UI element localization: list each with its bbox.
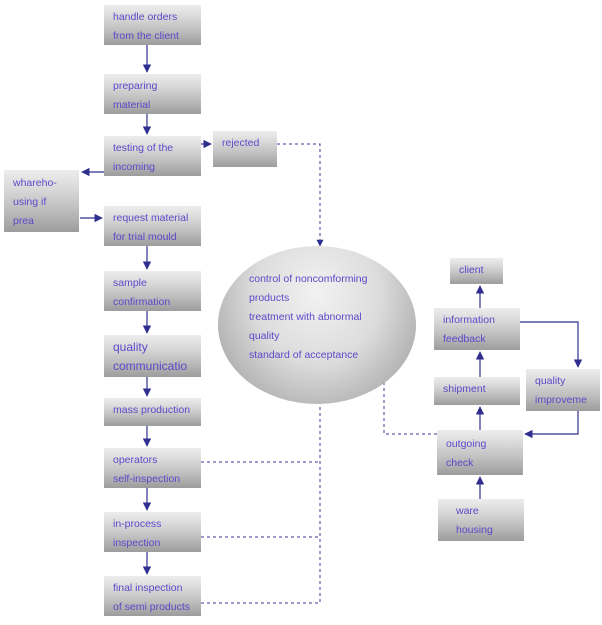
node-label: final inspection [113,582,183,594]
ellipse-line: control of noncomforming [249,273,368,285]
node-label: outgoing [446,438,487,450]
dashed-rejected-to-ellipse [277,143,324,247]
ellipse-line: products [249,292,290,304]
node-shipment: shipment [434,377,520,405]
node-label: request material [113,212,189,224]
node-label: improveme [535,394,587,406]
node-ware-housing: ware housing [438,499,524,541]
node-label: in-process [113,518,162,530]
node-label: using if [13,196,47,208]
node-handle-orders: handle orders from the client [104,5,201,45]
node-label: quality [113,340,148,354]
node-label: information [443,314,495,326]
node-label: rejected [222,137,260,149]
node-client: client [450,258,503,284]
node-operators-self-inspection: operators self-inspection [104,448,201,488]
node-label: self-inspection [113,473,181,485]
node-label: handle orders [113,11,178,23]
node-label: operators [113,454,158,466]
node-sample-confirmation: sample confirmation [104,271,201,311]
node-quality-improvement: quality improveme [526,369,600,411]
dashed-outgoing-to-ellipse [380,367,437,435]
ellipse-line: quality [249,330,280,342]
ellipse-line: standard of acceptance [249,349,359,361]
node-label: ware [456,505,479,517]
node-label: incoming [113,161,156,173]
node-rejected: rejected [213,131,277,167]
node-label: sample [113,277,147,289]
node-label: housing [456,524,493,536]
ellipse-line: treatment with abnormal [249,311,362,323]
node-label: for trial mould [113,231,177,243]
node-in-process-inspection: in-process inspection [104,512,201,552]
node-label: material [113,99,151,111]
node-label: testing of the [113,142,174,154]
node-label: preparing [113,80,158,92]
node-warehousing-if-prea: whareho- using if prea [4,170,79,232]
node-label: shipment [443,383,486,395]
node-preparing-material: preparing material [104,74,201,114]
node-quality-communication: quality communicatio [104,335,201,377]
ellipse-text: control of noncomforming products treatm… [249,270,367,365]
node-final-inspection: final inspection of semi products [104,576,201,616]
node-label: whareho- [13,177,57,189]
node-label: prea [13,215,35,227]
node-label: of semi products [113,601,191,613]
node-request-material: request material for trial mould [104,206,201,246]
node-label: mass production [113,404,191,416]
arrow-feedback-to-improvement [520,321,583,368]
node-label: client [459,264,484,276]
arrow-improvement-to-outgoing [524,411,579,439]
node-testing-incoming: testing of the incoming [104,136,201,176]
node-label: from the client [113,30,179,42]
node-outgoing-check: outgoing check [437,430,523,475]
node-label: feedback [443,333,486,345]
node-mass-production: mass production [104,398,201,426]
dashed-final-to-ellipse [201,385,324,604]
node-label: check [446,457,474,469]
nonconforming-control-ellipse: control of noncomforming products treatm… [218,246,416,404]
node-label: confirmation [113,296,171,308]
node-label: quality [535,375,566,387]
node-label: communicatio [113,359,188,373]
node-information-feedback: information feedback [434,308,520,350]
node-label: inspection [113,537,161,549]
